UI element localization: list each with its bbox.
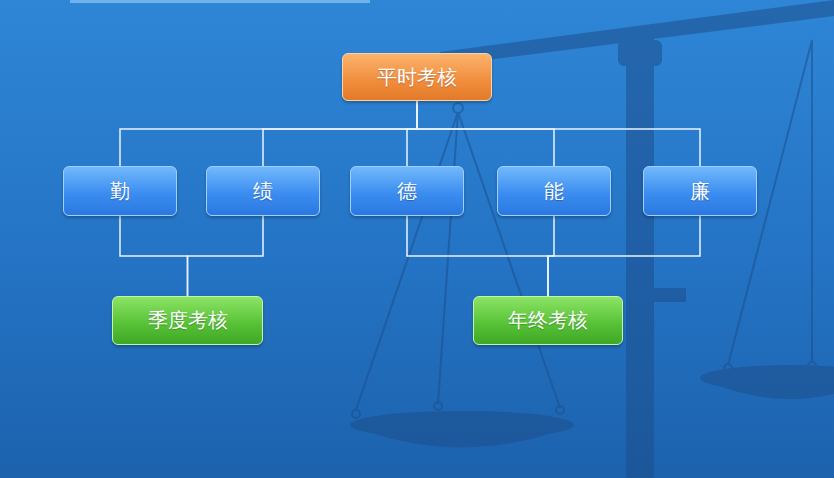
node-label: 德 — [397, 178, 417, 205]
node-label: 季度考核 — [148, 307, 228, 334]
quarterly-box: 季度考核 — [112, 296, 263, 345]
criterion-box: 勤 — [63, 166, 177, 216]
tree-connector — [407, 101, 417, 166]
annual-box: 年终考核 — [473, 296, 623, 345]
node-label: 绩 — [253, 178, 273, 205]
tree-connector — [120, 101, 417, 166]
assessment-root: 平时考核 — [342, 53, 492, 101]
criterion-box: 廉 — [643, 166, 757, 216]
tree-connector — [417, 101, 700, 166]
criterion-box: 德 — [350, 166, 464, 216]
node-label: 平时考核 — [377, 64, 457, 91]
tree-connector — [548, 216, 700, 296]
node-label: 能 — [544, 178, 564, 205]
tree-connector — [263, 101, 417, 166]
top-strip — [70, 0, 370, 3]
node-label: 年终考核 — [508, 307, 588, 334]
tree-connector — [407, 216, 548, 296]
tree-connector — [417, 101, 554, 166]
node-label: 勤 — [110, 178, 130, 205]
tree-connector — [120, 216, 188, 296]
balance-scale — [350, 0, 834, 478]
criterion-box: 绩 — [206, 166, 320, 216]
node-label: 廉 — [690, 178, 710, 205]
tree-connector — [188, 216, 264, 296]
criterion-box: 能 — [497, 166, 611, 216]
